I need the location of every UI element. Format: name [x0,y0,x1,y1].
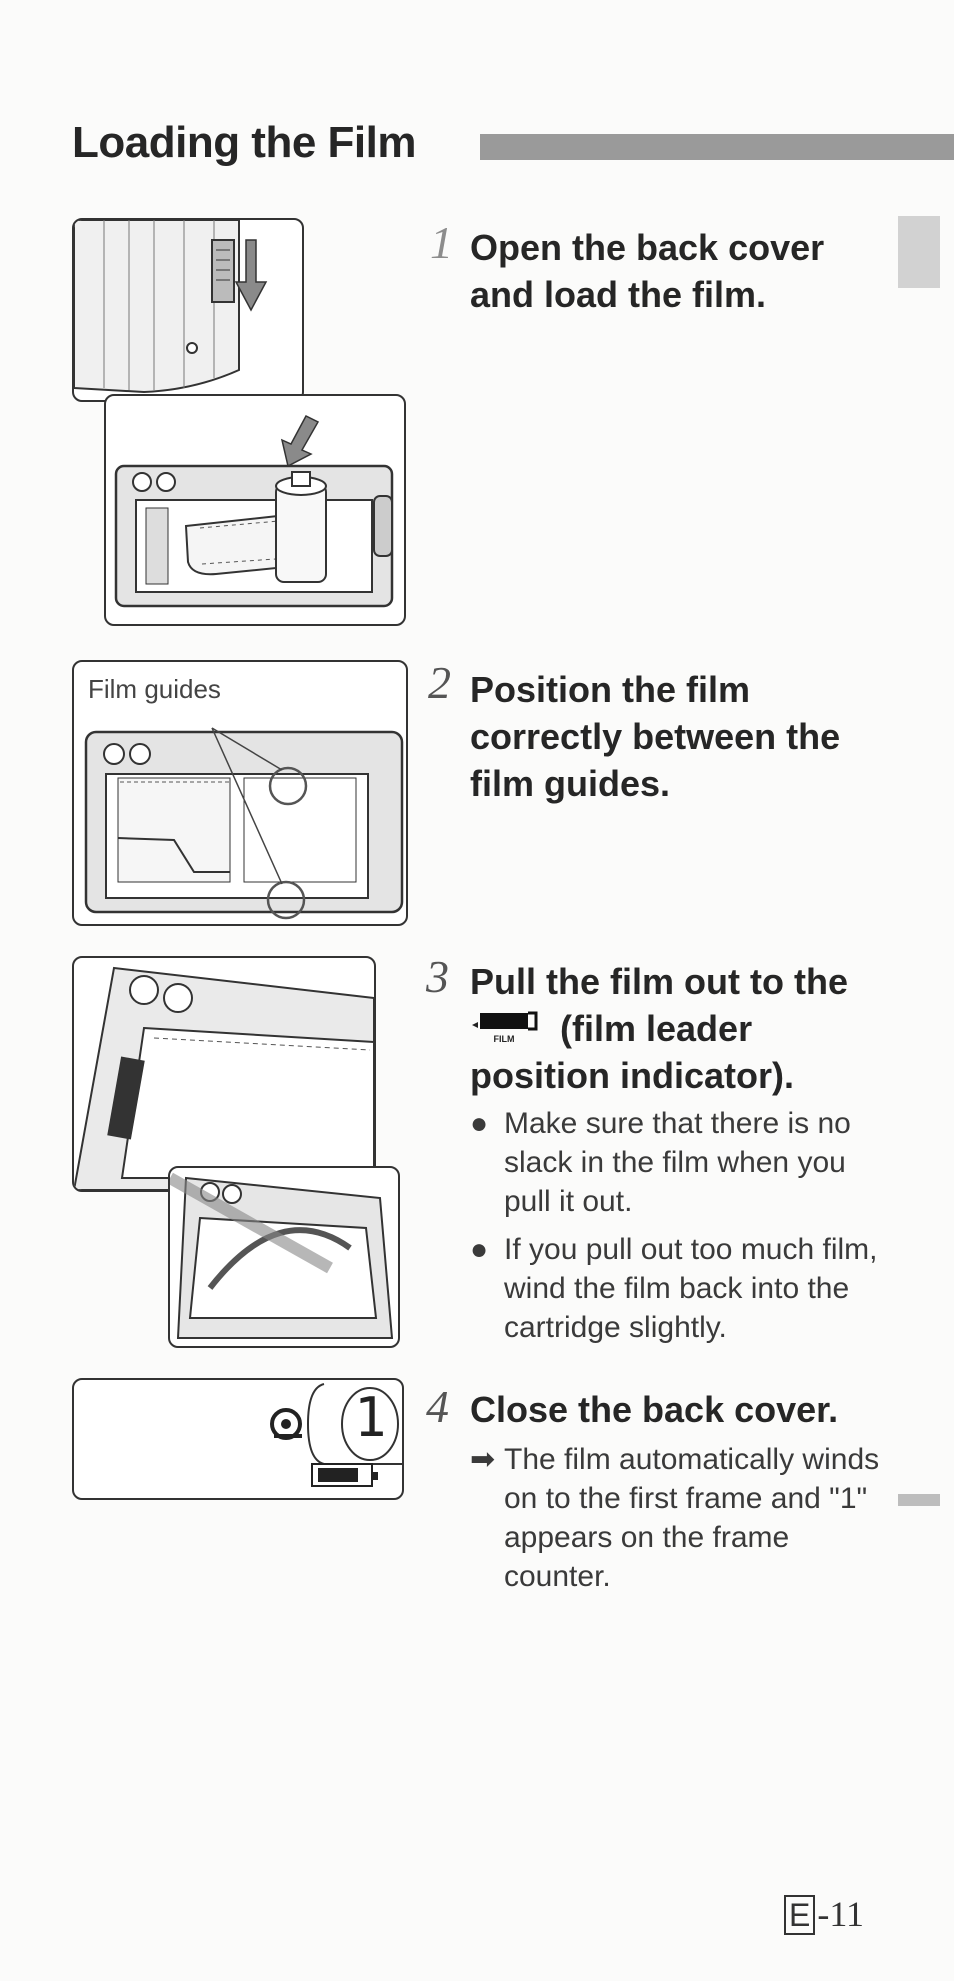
result-arrow-icon: ➡ [470,1443,496,1476]
page-number-value: -11 [817,1894,864,1934]
page-number: E-11 [784,1893,864,1935]
figure-frame-counter: 1 [72,1378,404,1500]
step-3-heading-start: Pull the film out to the [470,961,848,1002]
step-4-heading: Close the back cover. [470,1389,839,1430]
side-tab-bottom [898,1494,940,1506]
side-tab-top [898,216,940,288]
load-cartridge-illustration [114,415,394,608]
figure-film-leader-position [168,1166,400,1348]
film-leader-indicator-label: FILM [494,1034,515,1044]
step-4-result: ➡ The film automatically winds on to the… [470,1440,890,1596]
figure-load-cartridge [104,394,406,626]
section-header: Loading the Film [72,118,954,168]
step-2-number: 2 [428,657,451,708]
frame-counter-digit: 1 [354,1386,387,1449]
step-3-number: 3 [426,951,449,1002]
step-4-result-text: The film automatically winds on to the f… [504,1443,880,1593]
figure-pull-film [72,956,376,1192]
step-3-heading-end: (film leader position indicator). [470,1008,794,1096]
figure-film-guides: Film guides [72,660,408,926]
back-cover-latch-illustration [74,220,268,394]
film-leader-indicator-icon: FILM [470,1007,550,1044]
figure-back-cover-latch [72,218,304,402]
film-guides-label: Film guides [88,674,221,704]
bullet-icon: ● [470,1233,489,1266]
step-3-note-1-text: Make sure that there is no slack in the … [504,1107,851,1218]
step-3-note-2: ● If you pull out too much film, wind th… [470,1230,890,1347]
step-2-heading: Position the film correctly between the … [470,669,841,804]
bullet-icon: ● [470,1107,489,1140]
step-1-number: 1 [430,217,453,268]
frame-counter-illustration [270,1383,402,1487]
step-1-heading: Open the back cover and load the film. [470,227,825,315]
pull-film-illustration [74,966,374,1190]
step-3-heading: Pull the film out to the FILM (film lead… [470,958,890,1099]
step-3-note-1: ● Make sure that there is no slack in th… [470,1104,890,1221]
film-guides-illustration [84,727,404,920]
page-title: Loading the Film [72,118,416,167]
step-4-number: 4 [426,1381,449,1432]
page-number-prefix: E [784,1895,816,1935]
title-rule-bar [480,134,954,160]
step-3-note-2-text: If you pull out too much film, wind the … [504,1233,878,1344]
film-leader-position-illustration [170,1172,394,1339]
